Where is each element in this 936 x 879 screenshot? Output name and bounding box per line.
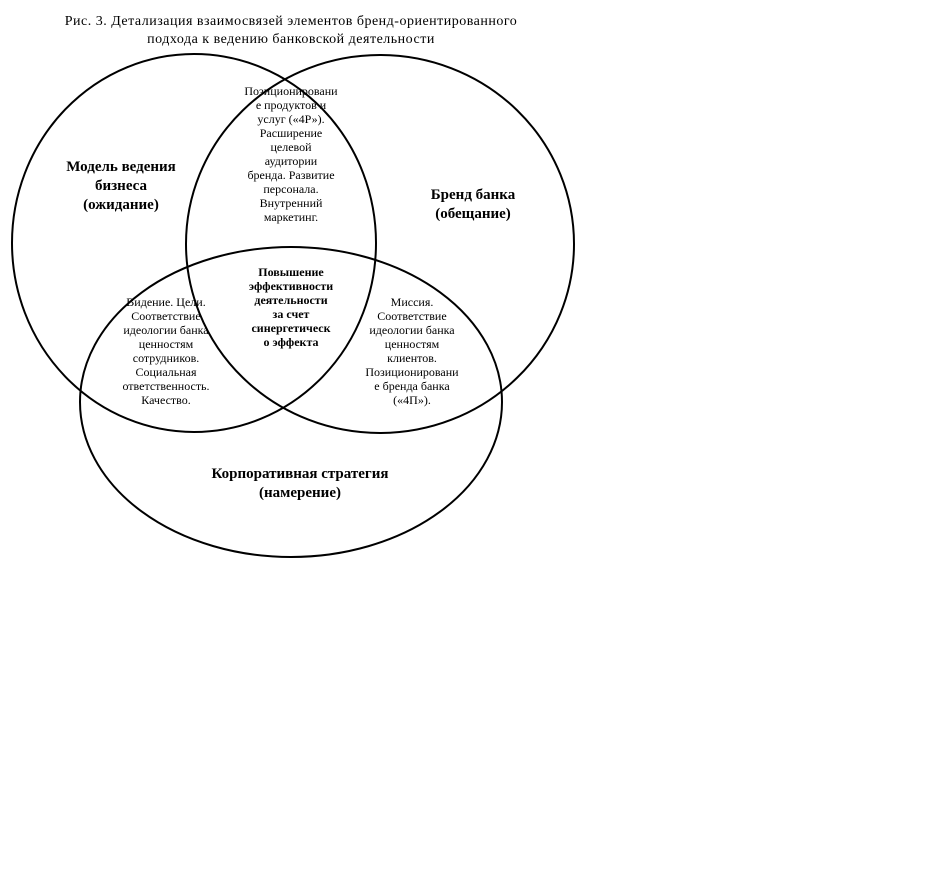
caption-line-1: Рис. 3. Детализация взаимосвязей элемент… — [65, 14, 518, 29]
bank-brand-title: Бренд банка — [431, 187, 516, 203]
overlap-top-line: аудитории — [265, 154, 318, 168]
overlap-right-line: Миссия. — [391, 295, 434, 309]
overlap-right-line: («4П»). — [393, 393, 431, 407]
overlap-top-line: услуг («4Р»). — [257, 112, 324, 126]
overlap-left-line: идеологии банка — [123, 323, 209, 337]
overlap-right-line: клиентов. — [387, 351, 437, 365]
overlap-right-text: Миссия. Соответствие идеологии банка цен… — [365, 295, 459, 407]
overlap-left-line: ответственность. — [122, 379, 209, 393]
circle-bank-brand — [185, 54, 575, 434]
overlap-left-text: Видение. Цели. Соответствие идеологии ба… — [122, 295, 209, 407]
overlap-right-line: идеологии банка — [369, 323, 455, 337]
overlap-center-line: за счет — [273, 307, 310, 321]
corporate-strategy-subtitle: (намерение) — [259, 485, 341, 501]
overlap-right-line: Позиционировани — [365, 365, 459, 379]
overlap-center-line: эффективности — [249, 279, 333, 293]
business-model-title: Модель ведения — [66, 159, 176, 175]
corporate-strategy-label: Корпоративная стратегия (намерение) — [212, 466, 389, 501]
overlap-top-line: Расширение — [260, 126, 322, 140]
overlap-top-line: Позиционировани — [244, 84, 338, 98]
overlap-top-line: целевой — [270, 140, 312, 154]
overlap-left-line: Качество. — [141, 393, 191, 407]
overlap-center-line: о эффекта — [263, 335, 318, 349]
figure-caption: Рис. 3. Детализация взаимосвязей элемент… — [65, 14, 518, 47]
overlap-left-line: сотрудников. — [133, 351, 199, 365]
overlap-top-text: Позиционировани е продуктов и услуг («4Р… — [244, 84, 338, 224]
overlap-top-line: бренда. Развитие — [247, 168, 334, 182]
overlap-center-line: деятельности — [254, 293, 327, 307]
overlap-left-line: Социальная — [135, 365, 196, 379]
overlap-center-line: Повышение — [258, 265, 324, 279]
overlap-right-line: Соответствие — [377, 309, 446, 323]
overlap-left-line: ценностям — [139, 337, 194, 351]
business-model-title-2: бизнеса — [95, 178, 147, 194]
bank-brand-subtitle: (обещание) — [435, 206, 511, 222]
overlap-right-line: ценностям — [385, 337, 440, 351]
circle-corporate-strategy — [79, 246, 503, 558]
overlap-top-line: е продуктов и — [256, 98, 327, 112]
circle-business-model — [11, 53, 377, 433]
business-model-label: Модель ведения бизнеса (ожидание) — [66, 159, 176, 213]
business-model-subtitle: (ожидание) — [83, 197, 159, 213]
overlap-left-line: Видение. Цели. — [126, 295, 205, 309]
overlap-left-line: Соответствие — [131, 309, 200, 323]
corporate-strategy-title: Корпоративная стратегия — [212, 466, 389, 482]
overlap-center-text: Повышение эффективности деятельности за … — [249, 265, 333, 349]
overlap-right-line: е бренда банка — [374, 379, 450, 393]
overlap-top-line: маркетинг. — [264, 210, 318, 224]
overlap-center-line: синергетическ — [251, 321, 330, 335]
overlap-top-line: персонала. — [263, 182, 318, 196]
bank-brand-label: Бренд банка (обещание) — [431, 187, 516, 222]
overlap-top-line: Внутренний — [260, 196, 323, 210]
caption-line-2: подхода к ведению банковской деятельност… — [147, 32, 435, 47]
